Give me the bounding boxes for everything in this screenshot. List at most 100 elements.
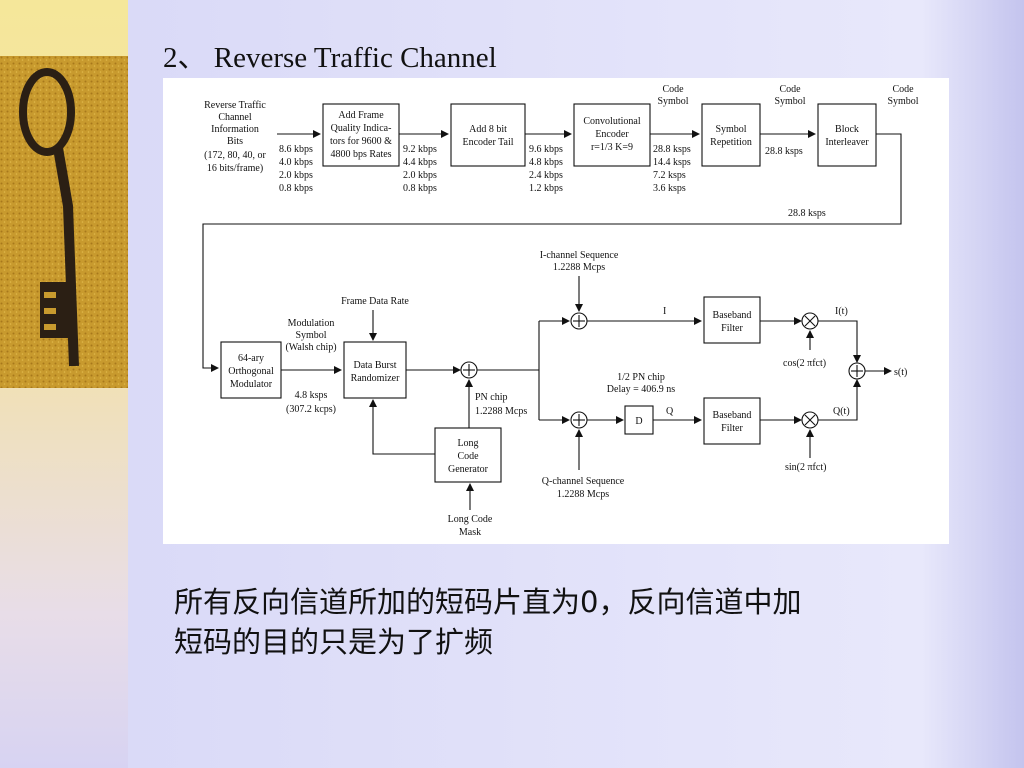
i-label: I — [663, 306, 666, 317]
svg-text:Encoder: Encoder — [595, 129, 629, 140]
svg-text:Generator: Generator — [448, 464, 489, 475]
svg-text:9.2 kbps: 9.2 kbps — [403, 144, 437, 155]
svg-text:64-ary: 64-ary — [238, 353, 264, 364]
svg-text:Q-channel Sequence: Q-channel Sequence — [542, 476, 625, 487]
svg-text:4.0 kbps: 4.0 kbps — [279, 157, 313, 168]
orthogonal-modulator-box: 64-ary Orthogonal Modulator — [220, 341, 282, 399]
svg-text:Code: Code — [892, 84, 914, 95]
svg-text:Bits: Bits — [227, 136, 243, 147]
cos-carrier-label: cos(2 πfct) — [783, 358, 826, 369]
long-code-mask-label: Long Code Mask — [448, 514, 493, 538]
svg-text:3.6 ksps: 3.6 ksps — [653, 183, 686, 194]
frame-quality-box: Add Frame Quality Indica- tors for 9600 … — [322, 103, 400, 167]
svg-text:Code: Code — [662, 84, 684, 95]
svg-text:Symbol: Symbol — [295, 330, 326, 341]
code-symbol-label-1: Code Symbol — [657, 84, 688, 107]
svg-text:0.8 kbps: 0.8 kbps — [279, 183, 313, 194]
svg-text:1.2288 Mcps: 1.2288 Mcps — [475, 406, 527, 417]
q-baseband-filter-box: Baseband Filter — [703, 397, 761, 445]
svg-text:r=1/3 K=9: r=1/3 K=9 — [591, 142, 633, 153]
svg-text:Repetition: Repetition — [710, 137, 752, 148]
i-channel-sequence-label: I-channel Sequence 1.2288 Mcps — [540, 250, 619, 273]
svg-text:1.2288 Mcps: 1.2288 Mcps — [553, 262, 605, 273]
svg-text:Block: Block — [835, 124, 859, 135]
svg-text:9.6 kbps: 9.6 kbps — [529, 144, 563, 155]
rate-interleaved: 28.8 ksps — [788, 208, 826, 219]
svg-text:(307.2 kcps): (307.2 kcps) — [286, 404, 336, 415]
i-baseband-filter-box: Baseband Filter — [703, 296, 761, 344]
code-symbol-label-2: Code Symbol — [774, 84, 805, 107]
q-multiplier — [801, 411, 819, 429]
svg-text:7.2 ksps: 7.2 ksps — [653, 170, 686, 181]
svg-text:4.8 ksps: 4.8 ksps — [295, 390, 328, 401]
rates-frame-quality: 9.2 kbps 4.4 kbps 2.0 kbps 0.8 kbps — [403, 144, 437, 194]
rates-encoder-tail: 9.6 kbps 4.8 kbps 2.4 kbps 1.2 kbps — [529, 144, 563, 194]
output-signal-label: s(t) — [894, 367, 907, 378]
code-symbol-label-3: Code Symbol — [887, 84, 918, 107]
svg-text:4800 bps Rates: 4800 bps Rates — [330, 149, 391, 160]
svg-text:Information: Information — [211, 124, 259, 135]
svg-text:4.4 kbps: 4.4 kbps — [403, 157, 437, 168]
svg-text:Symbol: Symbol — [887, 96, 918, 107]
half-chip-delay-label: 1/2 PN chip Delay = 406.9 ns — [607, 372, 676, 395]
slide-caption: 所有反向信道所加的短码片直为0，反向信道中加 短码的目的只是为了扩频 — [174, 582, 914, 662]
q-label: Q — [666, 406, 674, 417]
output-summer — [848, 362, 866, 380]
svg-text:Mask: Mask — [459, 527, 481, 538]
svg-text:Convolutional: Convolutional — [583, 116, 640, 127]
i-adder — [570, 312, 588, 330]
svg-text:Channel: Channel — [218, 112, 252, 123]
svg-text:16 bits/frame): 16 bits/frame) — [207, 163, 263, 174]
slide-title: 2、 Reverse Traffic Channel — [163, 42, 497, 74]
svg-text:28.8 ksps: 28.8 ksps — [653, 144, 691, 155]
caption-line-2: 短码的目的只是为了扩频 — [174, 625, 494, 659]
svg-text:Modulation: Modulation — [288, 318, 335, 329]
svg-text:Interleaver: Interleaver — [825, 137, 869, 148]
svg-text:Symbol: Symbol — [774, 96, 805, 107]
svg-text:Data Burst: Data Burst — [353, 360, 396, 371]
rates-conv-encoder: 28.8 ksps 14.4 ksps 7.2 ksps 3.6 ksps — [653, 144, 691, 194]
svg-text:Baseband: Baseband — [713, 310, 752, 321]
svg-text:tors for 9600 &: tors for 9600 & — [330, 136, 392, 147]
svg-text:8.6 kbps: 8.6 kbps — [279, 144, 313, 155]
svg-text:Long: Long — [457, 438, 478, 449]
svg-text:Add 8 bit: Add 8 bit — [469, 124, 507, 135]
svg-text:Symbol: Symbol — [715, 124, 746, 135]
svg-text:1/2 PN chip: 1/2 PN chip — [617, 372, 665, 383]
svg-text:Delay = 406.9 ns: Delay = 406.9 ns — [607, 384, 676, 395]
svg-text:Baseband: Baseband — [713, 410, 752, 421]
reverse-traffic-channel-diagram: Reverse Traffic Channel Information Bits… — [163, 78, 949, 544]
svg-text:Code: Code — [779, 84, 801, 95]
svg-text:Code: Code — [457, 451, 479, 462]
symbol-repetition-box: Symbol Repetition — [701, 103, 761, 167]
svg-text:D: D — [635, 416, 642, 427]
svg-text:Reverse Traffic: Reverse Traffic — [204, 100, 266, 111]
encoder-tail-box: Add 8 bit Encoder Tail — [450, 103, 526, 167]
svg-text:Filter: Filter — [721, 423, 743, 434]
delay-box: D — [624, 405, 654, 435]
svg-text:Symbol: Symbol — [657, 96, 688, 107]
svg-text:0.8 kbps: 0.8 kbps — [403, 183, 437, 194]
svg-text:Filter: Filter — [721, 323, 743, 334]
rate-walsh: 4.8 ksps (307.2 kcps) — [286, 390, 336, 415]
rates-input: 8.6 kbps 4.0 kbps 2.0 kbps 0.8 kbps — [279, 144, 313, 194]
svg-text:4.8 kbps: 4.8 kbps — [529, 157, 563, 168]
svg-text:Orthogonal: Orthogonal — [228, 366, 274, 377]
caption-line-1: 所有反向信道所加的短码片直为0，反向信道中加 — [174, 585, 802, 619]
i-multiplier — [801, 312, 819, 330]
svg-text:1.2288 Mcps: 1.2288 Mcps — [557, 489, 609, 500]
svg-text:Randomizer: Randomizer — [351, 373, 401, 384]
key-photo — [0, 56, 128, 388]
q-channel-sequence-label: Q-channel Sequence 1.2288 Mcps — [542, 476, 625, 500]
data-burst-randomizer-box: Data Burst Randomizer — [343, 341, 407, 399]
long-code-generator-box: Long Code Generator — [434, 427, 502, 483]
pn-adder — [460, 361, 478, 379]
svg-text:(Walsh chip): (Walsh chip) — [285, 342, 336, 353]
svg-text:14.4 ksps: 14.4 ksps — [653, 157, 691, 168]
svg-text:I-channel Sequence: I-channel Sequence — [540, 250, 619, 261]
modulation-symbol-label: Modulation Symbol (Walsh chip) — [285, 318, 336, 353]
svg-text:Long Code: Long Code — [448, 514, 493, 525]
svg-text:Modulator: Modulator — [230, 379, 273, 390]
rate-repetition: 28.8 ksps — [765, 146, 803, 157]
i-t-label: I(t) — [835, 306, 848, 317]
